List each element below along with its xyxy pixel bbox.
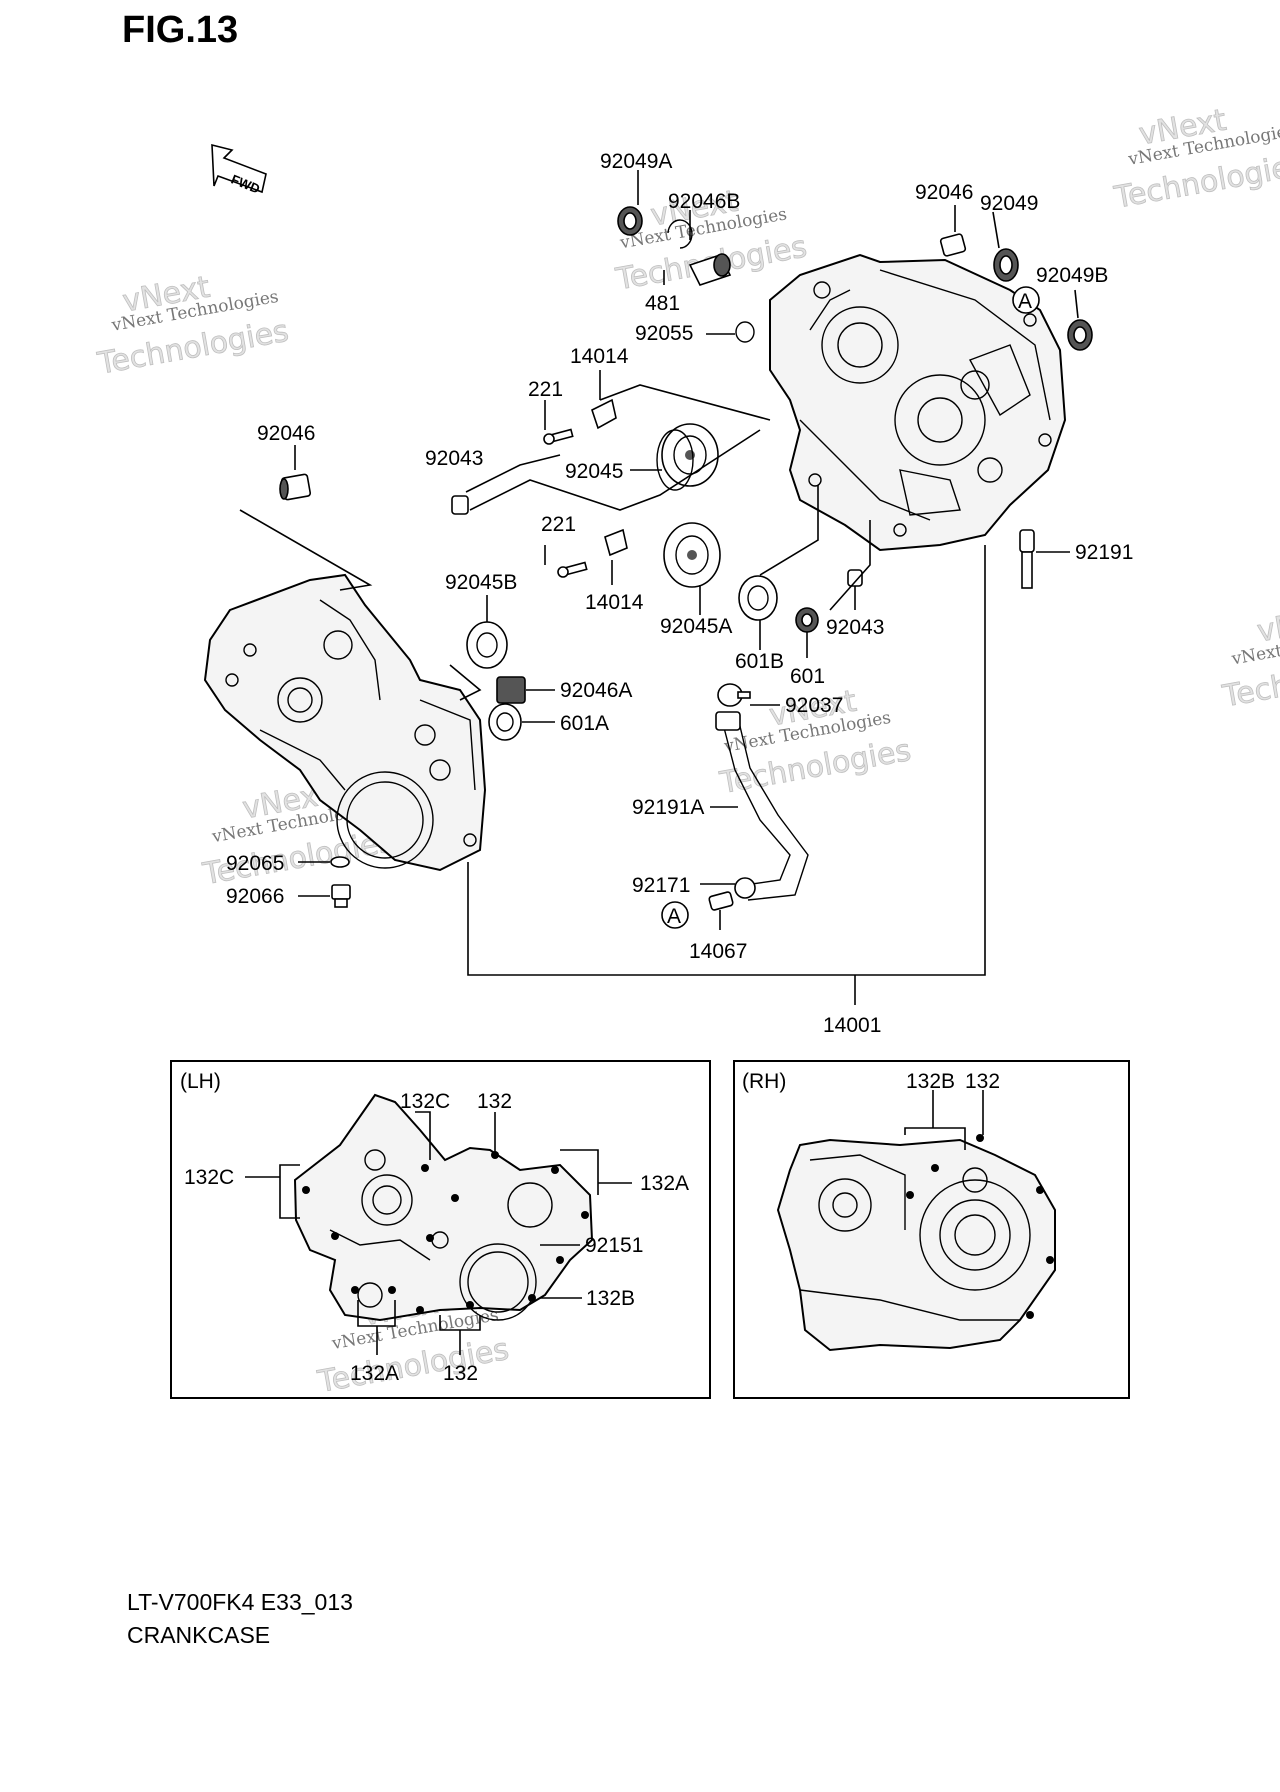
section-name: CRANKCASE [127, 1622, 270, 1648]
left-crankcase-half [203, 573, 487, 872]
part-92049-oil-seal [993, 248, 1019, 282]
part-92049B-oil-seal [1067, 319, 1093, 351]
svg-text:A: A [1018, 290, 1032, 313]
watermark-text: vNext [120, 270, 213, 320]
callout-92191A: 92191A [632, 796, 704, 819]
part-601A-ball-bearing [488, 703, 522, 741]
callout-92045A: 92045A [660, 615, 732, 638]
model-code: LT-V700FK4 E33_013 [127, 1589, 353, 1615]
part-92171-clamp [734, 877, 756, 899]
part-92046-needle-bearing-left [279, 473, 312, 501]
part-92046-needle-bearing-top [939, 233, 967, 257]
lh-panel-title: (LH) [180, 1070, 221, 1093]
svg-text:A: A [667, 905, 681, 928]
part-601-ball-bearing [795, 607, 819, 633]
right-crankcase-half [769, 253, 1067, 552]
callout-92037: 92037 [785, 694, 843, 717]
rh-panel-title: (RH) [742, 1070, 786, 1093]
callout-481: 481 [645, 292, 680, 315]
callout-92046B: 92046B [668, 190, 740, 213]
rh-callout-132: 132 [965, 1070, 1000, 1093]
part-92037-hose-clamp [717, 683, 751, 707]
callout-labels: 92049A 92046B 481 92055 92046 92049 9204… [226, 150, 1133, 1037]
fwd-arrow-icon: FWD [211, 143, 267, 197]
callout-92046A: 92046A [560, 679, 632, 702]
reference-marker-a-bottom: A [661, 901, 689, 929]
part-601B-ball-bearing [738, 575, 778, 621]
part-92055-o-ring [735, 321, 755, 343]
callout-601: 601 [790, 665, 825, 688]
figure-title: FIG.13 [122, 9, 238, 51]
part-92046A-needle-bearing [496, 676, 526, 704]
callout-92046-left: 92046 [257, 422, 315, 445]
callout-92045B: 92045B [445, 571, 517, 594]
callout-92049B: 92049B [1036, 264, 1108, 287]
callout-14014-top: 14014 [570, 345, 629, 368]
callout-221-bottom: 221 [541, 513, 576, 536]
part-14014-bearing-retainer-top [591, 398, 617, 430]
callout-14014-bottom: 14014 [585, 591, 644, 614]
callout-92043-left: 92043 [425, 447, 483, 470]
callout-92046-top: 92046 [915, 181, 973, 204]
part-92191A-breather-hose [715, 711, 809, 901]
part-92191-pipe [1019, 529, 1035, 589]
leader-lines [239, 170, 1079, 1005]
callout-92049: 92049 [980, 192, 1038, 215]
lh-callout-132-top: 132 [477, 1090, 512, 1113]
part-92046B-needle-bearing [688, 253, 732, 286]
part-92043-dowel-pin-left [451, 495, 469, 515]
part-92066-drain-plug [331, 884, 351, 908]
callout-92043-right: 92043 [826, 616, 884, 639]
lh-callout-132A-bottom: 132A [350, 1362, 399, 1385]
rh-callout-132B: 132B [906, 1070, 955, 1093]
callout-601A: 601A [560, 712, 609, 735]
lh-callout-92151: 92151 [585, 1234, 643, 1257]
callout-92191: 92191 [1075, 541, 1133, 564]
part-92065-washer [330, 856, 350, 868]
part-14014-bearing-retainer-bottom [604, 528, 628, 557]
callout-92065: 92065 [226, 852, 284, 875]
part-92043-dowel-pin-right [847, 569, 863, 587]
callout-221-top: 221 [528, 378, 563, 401]
part-221-screw-top [543, 428, 574, 445]
lh-callout-132-bottom: 132 [443, 1362, 478, 1385]
callout-14001: 14001 [823, 1014, 881, 1037]
callout-14067: 14067 [689, 940, 747, 963]
part-92049A-oil-seal [617, 206, 643, 236]
part-92045-ball-bearing [656, 423, 719, 491]
rh-bolt-panel: (RH) 132B 132 [733, 1060, 1130, 1399]
part-92045A-ball-bearing [663, 522, 721, 588]
lh-callout-132C-left: 132C [184, 1166, 234, 1189]
part-481-circlip [667, 219, 693, 249]
lh-bolt-panel: (LH) 132C 13 [170, 1060, 711, 1399]
reference-marker-a-top: A [1012, 286, 1040, 314]
callout-92045: 92045 [565, 460, 623, 483]
callout-92055: 92055 [635, 322, 693, 345]
callout-601B: 601B [735, 650, 784, 673]
callout-92171: 92171 [632, 874, 690, 897]
lh-callout-132B: 132B [586, 1287, 635, 1310]
callout-92066: 92066 [226, 885, 284, 908]
lh-callout-132C-top: 132C [400, 1090, 450, 1113]
part-92045B-ball-bearing [466, 621, 508, 669]
lh-callout-132A-right: 132A [640, 1172, 689, 1195]
part-221-screw-bottom [557, 561, 588, 578]
part-14067-breather-fitting [708, 891, 734, 911]
callout-92049A: 92049A [600, 150, 672, 173]
